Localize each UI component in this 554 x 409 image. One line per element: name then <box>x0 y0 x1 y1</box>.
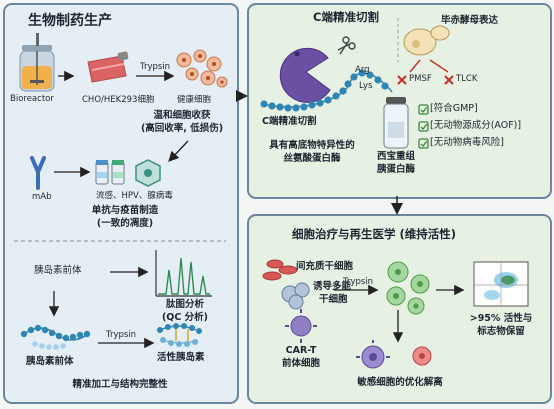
pmsf-blocked-icon <box>397 75 407 85</box>
msc-cells-icon <box>262 259 298 281</box>
msc-label: 间充质干细胞 <box>296 261 354 272</box>
flow-cytometry-plot-icon <box>473 261 529 307</box>
bioreactor-label: Bioreactor <box>10 94 54 104</box>
aof-label: [无动物源成分(AOF)] <box>430 120 522 131</box>
cart-line-2: 前体细胞 <box>281 358 320 369</box>
yeast-icon <box>403 25 450 56</box>
tlck-label: TLCK <box>456 74 478 84</box>
vaccine-types-label: 流感、HPV、腺病毒 <box>96 191 173 201</box>
mab-label: mAb <box>32 192 52 202</box>
pmsf-label: PMSF <box>409 74 432 84</box>
panel-link-arrows <box>236 90 403 215</box>
inhibitor-line-tlck <box>429 59 449 73</box>
scissors-icon <box>337 36 356 55</box>
harvest-line-1: 温和细胞收获 <box>153 110 211 121</box>
tlck-blocked-icon <box>444 75 454 85</box>
arg-label: Arg <box>355 65 370 75</box>
bioreactor-icon <box>19 33 55 92</box>
virus-icon <box>135 159 161 187</box>
gmp-label: [符合GMP] <box>430 103 478 114</box>
active-insulin-icon <box>157 323 202 347</box>
healthy-cells-label: 健康细胞 <box>177 95 212 105</box>
peptide-line-2: (QC 分析) <box>161 312 209 323</box>
proinsulin-label-2: 胰岛素前体 <box>26 356 74 367</box>
activity-line-1: >95% 活性与 <box>469 313 533 324</box>
trypsin-label-1: Trypsin <box>140 62 171 72</box>
recombinant-line-2: 胰蛋白酶 <box>376 164 415 175</box>
inhibitor-line-pmsf <box>409 59 421 73</box>
vaccine-vials-icon <box>95 160 125 185</box>
optimized-dissociation-label: 敏感细胞的优化解离 <box>357 377 443 388</box>
peptide-chart-icon <box>155 250 212 297</box>
harvest-line-2: (高回收率, 低损伤) <box>140 123 224 134</box>
cho-cells-label: CHO/HEK293细胞 <box>82 95 155 105</box>
culture-flask-icon <box>87 51 129 83</box>
trypsin-label-2: Trypsin <box>106 330 137 340</box>
cart-precursor-icon <box>285 309 317 343</box>
cart-line-1: CAR-T <box>285 345 317 356</box>
substrate-chain-icon <box>260 69 393 112</box>
ipsc-line-1: 诱导多能 <box>313 281 352 292</box>
check-icons <box>418 104 429 149</box>
yeast-label: 毕赤酵母表达 <box>441 15 499 26</box>
active-insulin-label: 活性胰岛素 <box>157 352 205 363</box>
recombinant-line-1: 西宝重组 <box>376 151 415 162</box>
ipsc-line-2: 干细胞 <box>319 294 348 305</box>
trypsin-label-cell: Trypsin <box>343 277 374 287</box>
cell-therapy-title: 细胞治疗与再生医学 (维持活性) <box>292 227 457 241</box>
healthy-cells-icon <box>176 49 228 88</box>
arrow-harvest <box>168 140 189 162</box>
serine-protease-icon <box>279 47 331 103</box>
antibody-icon <box>30 156 46 190</box>
proinsulin-label: 胰岛素前体 <box>34 265 82 276</box>
sensitive-cell-icon <box>356 340 432 369</box>
biopharma-title: 生物制药生产 <box>28 13 112 29</box>
cterm-title: C端精准切割 <box>313 10 379 24</box>
recombinant-trypsin-vial-icon <box>383 97 409 149</box>
proinsulin-chain-icon <box>20 324 91 350</box>
mab-vaccine-line-1: 单抗与疫苗制造 <box>91 205 159 216</box>
ipsc-cluster-icon <box>281 282 310 310</box>
mab-vaccine-line-2: (一致的凋度) <box>96 218 154 229</box>
lys-label: Lys <box>359 81 373 91</box>
virus-free-label: [无动物病毒风险] <box>430 137 504 148</box>
specificity-line-2: 丝氨酸蛋白酶 <box>283 153 341 164</box>
peptide-line-1: 肽图分析 <box>165 299 204 310</box>
cterm-title-2: C端精准切割 <box>262 116 317 127</box>
biopharma-footer: 精准加工与结构完整性 <box>72 379 168 390</box>
dissociated-cells-icon <box>386 261 430 315</box>
activity-line-2: 标志物保留 <box>477 326 525 337</box>
specificity-line-1: 具有高底物特异性的 <box>269 140 355 151</box>
